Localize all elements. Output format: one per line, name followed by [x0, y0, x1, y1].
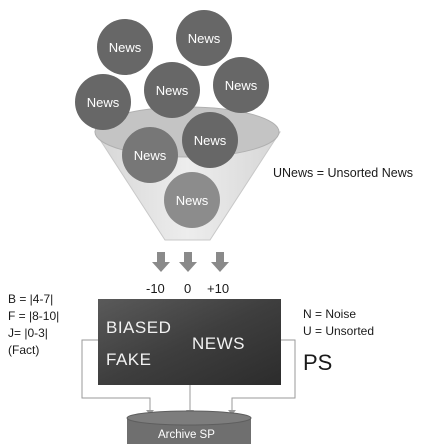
- archive-cylinder: [126, 410, 252, 444]
- banner-fake: FAKE: [106, 350, 152, 369]
- banner-biased: BIASED: [106, 318, 172, 337]
- news-label: News: [87, 95, 120, 110]
- legend-unsorted: U = Unsorted: [303, 324, 375, 338]
- down-arrow-icon: [179, 252, 197, 272]
- news-label: News: [156, 83, 189, 98]
- news-label: News: [176, 193, 209, 208]
- legend-noise: N = Noise: [303, 307, 357, 321]
- news-label: News: [194, 133, 227, 148]
- news-label: News: [225, 78, 258, 93]
- news-label: News: [109, 40, 142, 55]
- news-bubble: [144, 62, 200, 118]
- news-label: News: [188, 31, 221, 46]
- ps-label: PS: [303, 350, 333, 375]
- news-bubble: [176, 10, 232, 66]
- news-bubble: [97, 19, 153, 75]
- connectors: [81, 339, 296, 412]
- legend-fact: (Fact): [8, 343, 40, 357]
- legend-b: B = |4-7|: [8, 292, 54, 306]
- scale-label-plus-10: +10: [207, 281, 230, 296]
- news-bubble: [75, 74, 131, 130]
- down-arrow-icon: [211, 252, 229, 272]
- scale-label-minus-10: -10: [146, 281, 165, 296]
- legend-f: F = |8-10|: [8, 309, 60, 323]
- news-bubbles: [75, 10, 269, 228]
- banner-news: NEWS: [192, 334, 245, 353]
- down-arrows: [152, 252, 229, 272]
- scale-label-0: 0: [184, 281, 192, 296]
- down-arrow-icon: [152, 252, 170, 272]
- news-bubble: [164, 172, 220, 228]
- biased-fake-news-banner: [98, 299, 281, 385]
- news-bubble: [213, 57, 269, 113]
- news-bubble: [182, 112, 238, 168]
- unews-legend: UNews = Unsorted News: [273, 166, 413, 180]
- news-label: News: [134, 148, 167, 163]
- news-bubble: [122, 127, 178, 183]
- news-bubble-labels: News News News News News News News News: [87, 31, 258, 208]
- legend-j: J= |0-3|: [8, 326, 48, 340]
- archive-label: Archive SP: [158, 429, 215, 441]
